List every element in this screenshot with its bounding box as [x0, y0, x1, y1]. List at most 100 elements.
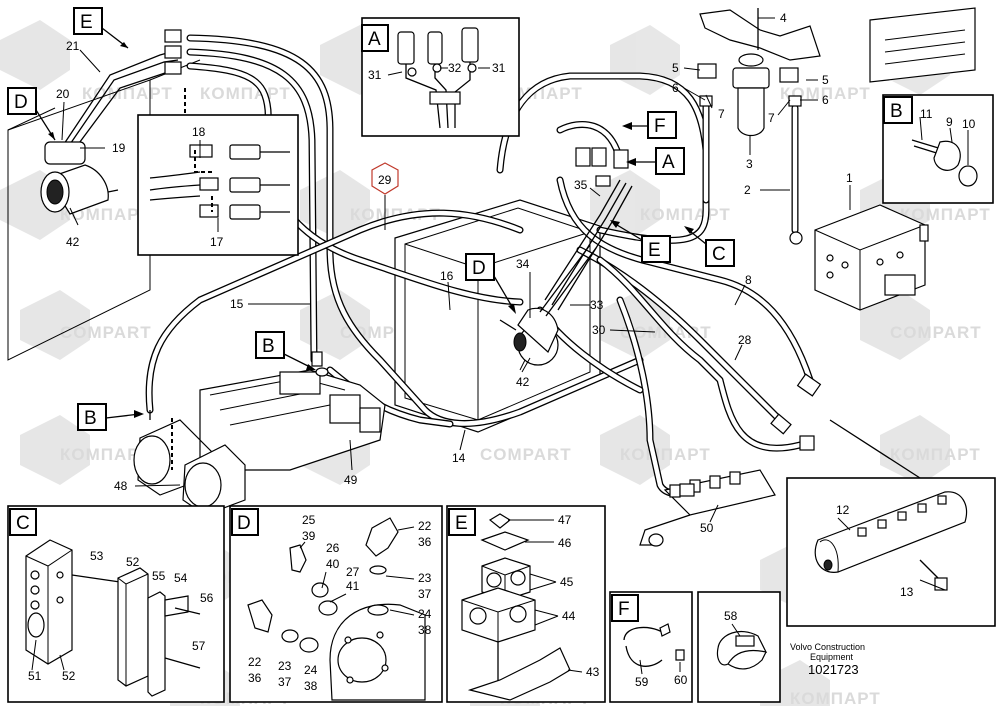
- callout-4: 4: [780, 11, 787, 25]
- detail-panel-58: [697, 591, 781, 703]
- callout-19: 19: [112, 141, 126, 155]
- watermark-text: КОМПАРТ: [350, 205, 441, 224]
- watermark-text: КОМПАРТ: [780, 84, 871, 103]
- fittings: [311, 351, 822, 497]
- callout-41: 41: [346, 579, 360, 593]
- callout-23: 23: [418, 571, 432, 585]
- callout-47: 47: [558, 513, 572, 527]
- tank-center: [394, 199, 601, 433]
- callout-38: 38: [304, 679, 318, 693]
- detail-box-12-13: [786, 419, 996, 627]
- callout-58: 58: [724, 609, 738, 623]
- view-letter-B-ref2: B: [84, 408, 97, 429]
- callout-33: 33: [590, 298, 604, 312]
- callout-37: 37: [418, 587, 432, 601]
- callout-54: 54: [174, 571, 188, 585]
- filter-assembly: [697, 8, 821, 137]
- callout-16: 16: [440, 269, 454, 283]
- callout-53: 53: [90, 549, 104, 563]
- callout-43: 43: [586, 665, 600, 679]
- callout-51: 51: [28, 669, 42, 683]
- callout-39: 39: [302, 529, 316, 543]
- watermark-text: КОМПАРТ: [790, 689, 881, 706]
- callout-27: 27: [346, 565, 360, 579]
- callout-22: 22: [418, 519, 432, 533]
- view-markers: E D A F A B E C D B: [7, 7, 913, 431]
- callout-24: 24: [418, 607, 432, 621]
- callout-2: 2: [744, 183, 751, 197]
- main-valve: [133, 367, 386, 516]
- callout-42: 42: [516, 375, 530, 389]
- panel-D-labels: 22 36 23 37 24 38 25 39 26 40 27 41 22 3…: [248, 513, 432, 693]
- watermark-text: КОМПАРТ: [82, 84, 173, 103]
- callout-32: 32: [448, 61, 462, 75]
- callout-numbers: 4 5 5 6 6 7 7 3 2 1 8 28 30 33 34 35 42 …: [56, 11, 976, 599]
- callout-52: 52: [126, 555, 140, 569]
- view-letter-F: F: [654, 116, 666, 137]
- panel-E-labels: 47 46 45 44 43: [508, 513, 600, 679]
- detail-panel-E: [446, 505, 606, 703]
- callout-50: 50: [700, 521, 714, 535]
- view-letter-A: A: [368, 29, 381, 50]
- panel-letter-D: D: [237, 513, 251, 534]
- callout-3: 3: [746, 157, 753, 171]
- callout-23: 23: [278, 659, 292, 673]
- panel-letter-F: F: [618, 599, 630, 620]
- callout-7: 7: [768, 111, 775, 125]
- callout-36: 36: [418, 535, 432, 549]
- callout-7: 7: [718, 107, 725, 121]
- callout-31: 31: [368, 68, 382, 82]
- watermark-text: КОМПАРТ: [890, 445, 981, 464]
- callout-38: 38: [418, 623, 432, 637]
- callout-1: 1: [846, 171, 853, 185]
- callout-10: 10: [962, 117, 976, 131]
- tank-top-right: [869, 7, 976, 83]
- figure-number: 1021723: [808, 662, 859, 677]
- callout-49: 49: [344, 473, 358, 487]
- left-pipes: [44, 29, 182, 165]
- callout-29: 29: [378, 173, 392, 187]
- callout-40: 40: [326, 557, 340, 571]
- view-letter-D: D: [14, 92, 28, 113]
- view-letter-D-ref: D: [472, 258, 486, 279]
- pipes-33-35: [544, 147, 633, 311]
- callout-30: 30: [592, 323, 606, 337]
- watermark-text: КОМПАРТ: [60, 445, 151, 464]
- callout-12: 12: [836, 503, 850, 517]
- accumulator-center: [499, 244, 597, 366]
- view-letter-B-ref1: B: [262, 336, 275, 357]
- callout-6: 6: [672, 81, 679, 95]
- callout-34: 34: [516, 257, 530, 271]
- callout-11: 11: [920, 107, 933, 121]
- callout-26: 26: [326, 541, 340, 555]
- callout-60: 60: [674, 673, 688, 687]
- main-hoses: [145, 34, 814, 498]
- callout-59: 59: [635, 675, 649, 689]
- detail-panel-D: [229, 505, 443, 703]
- watermark-text: КОМПАРТ: [200, 84, 291, 103]
- callout-57: 57: [192, 639, 206, 653]
- callout-17: 17: [210, 235, 224, 249]
- leader-lines: [61, 17, 969, 591]
- watermark-text: КОМПАРТ: [900, 205, 991, 224]
- panel-C-labels: 51 52 52 53 54 55 56 57: [28, 549, 214, 683]
- callout-13: 13: [900, 585, 914, 599]
- callout-35: 35: [574, 178, 588, 192]
- panel-letters: C D E F: [9, 508, 639, 622]
- callout-22: 22: [248, 655, 262, 669]
- caption-line-2: Equipment: [810, 652, 854, 662]
- view-letter-E: E: [80, 12, 93, 33]
- view-letter-A-ref: A: [662, 152, 675, 173]
- watermark-text: COMPART: [60, 323, 152, 342]
- callout-42: 42: [66, 235, 80, 249]
- panel-letter-C: C: [16, 513, 30, 534]
- callout-48: 48: [114, 479, 128, 493]
- view-letter-B: B: [890, 101, 903, 122]
- watermark-text: КОМПАРТ: [640, 205, 731, 224]
- view-letter-E-ref: E: [648, 240, 661, 261]
- callout-18: 18: [192, 125, 206, 139]
- callout-8: 8: [745, 273, 752, 287]
- caption: Volvo Construction Equipment 1021723: [790, 642, 865, 677]
